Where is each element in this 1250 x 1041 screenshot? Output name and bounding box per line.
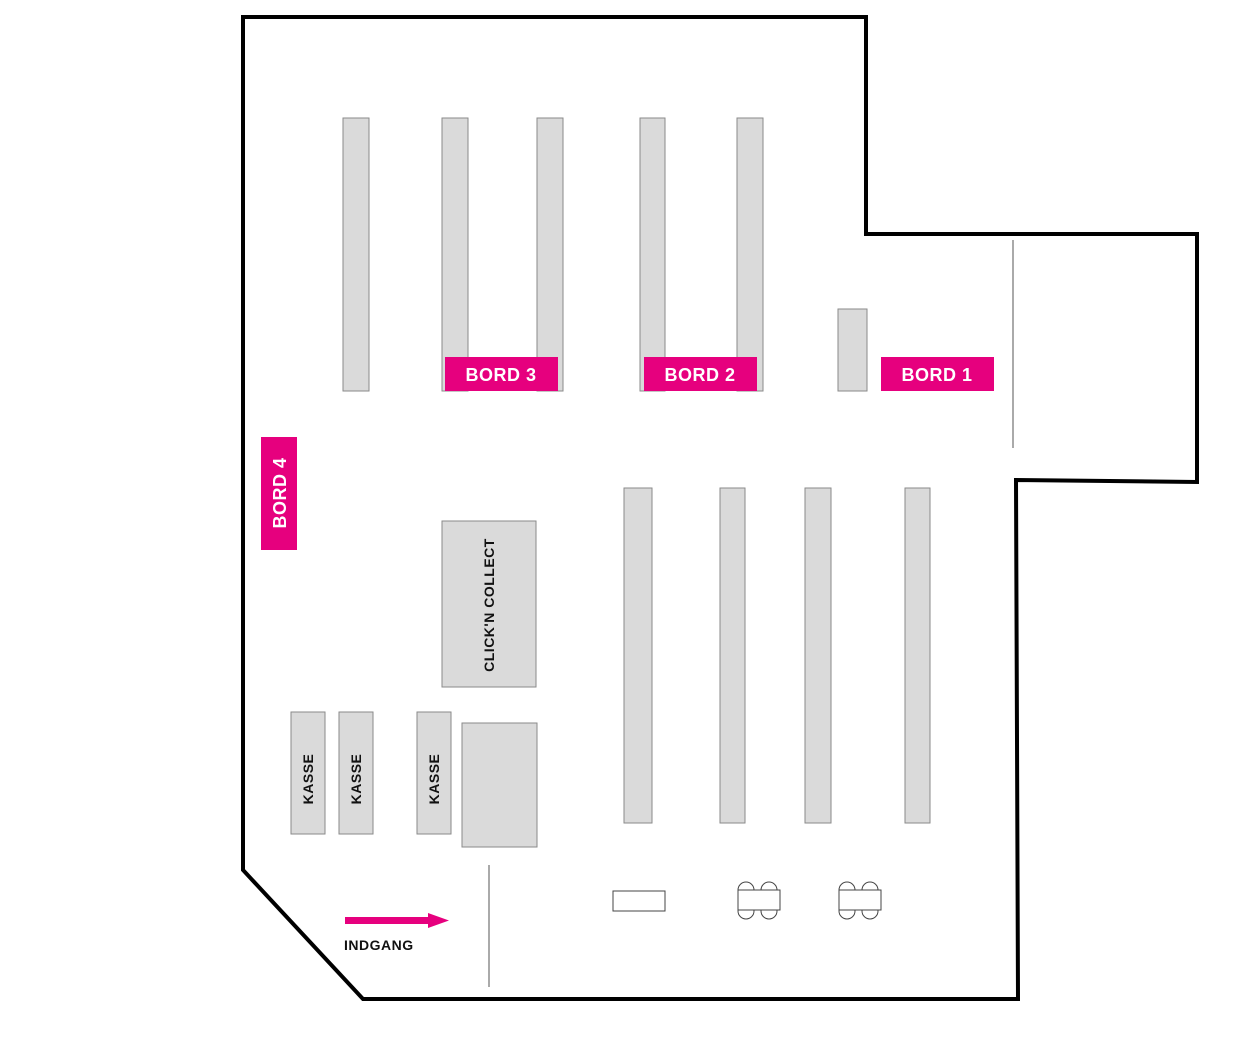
cafe-table-2: [838, 881, 882, 920]
table-icon: [838, 889, 882, 911]
checkout-box: [290, 711, 326, 835]
table-bord-1-box: [881, 357, 994, 391]
table-bord-4-box: [261, 437, 297, 550]
table-bord-2-label: BORD 2: [664, 365, 735, 385]
shelf: [804, 487, 832, 824]
table-bord-3[interactable]: BORD 3: [445, 357, 558, 391]
shelf: [837, 308, 868, 392]
table-bord-1[interactable]: BORD 1: [881, 357, 994, 391]
table-bord-3-label: BORD 3: [465, 365, 536, 385]
table-bord-2-box: [644, 357, 757, 391]
checkout-box: [338, 711, 374, 835]
arrow-right-icon: [345, 913, 449, 928]
cafe-table-1: [737, 881, 781, 920]
checkout-label: KASSE: [426, 754, 442, 805]
click-collect-box: [441, 520, 537, 688]
shelf: [639, 117, 666, 392]
table-icon: [737, 889, 781, 911]
small-counter: [612, 890, 666, 912]
entrance-label: INDGANG: [344, 937, 414, 953]
lower-shelves: [623, 487, 931, 824]
shelf: [736, 117, 764, 392]
checkout-label: KASSE: [348, 754, 364, 805]
table-bord-4[interactable]: BORD 4: [261, 437, 297, 550]
table-bord-2[interactable]: BORD 2: [644, 357, 757, 391]
checkout-counter-3[interactable]: KASSE: [416, 711, 452, 835]
checkout-counter-2[interactable]: KASSE: [338, 711, 374, 835]
shelf: [719, 487, 746, 824]
table-bord-4-label: BORD 4: [270, 457, 290, 528]
entrance[interactable]: INDGANG: [344, 913, 449, 953]
checkout-counter-1[interactable]: KASSE: [290, 711, 326, 835]
shelf: [441, 117, 469, 392]
upper-shelves: [342, 117, 868, 392]
click-collect-area[interactable]: CLICK'N COLLECT: [441, 520, 537, 688]
table-bord-1-label: BORD 1: [901, 365, 972, 385]
click-collect-label: CLICK'N COLLECT: [481, 538, 497, 672]
shelf: [904, 487, 931, 824]
shelf: [623, 487, 653, 824]
checkout-box: [416, 711, 452, 835]
shelf: [536, 117, 564, 392]
checkout-label: KASSE: [300, 754, 316, 805]
shelf: [342, 117, 370, 392]
table-bord-3-box: [445, 357, 558, 391]
display-block: [461, 722, 538, 848]
